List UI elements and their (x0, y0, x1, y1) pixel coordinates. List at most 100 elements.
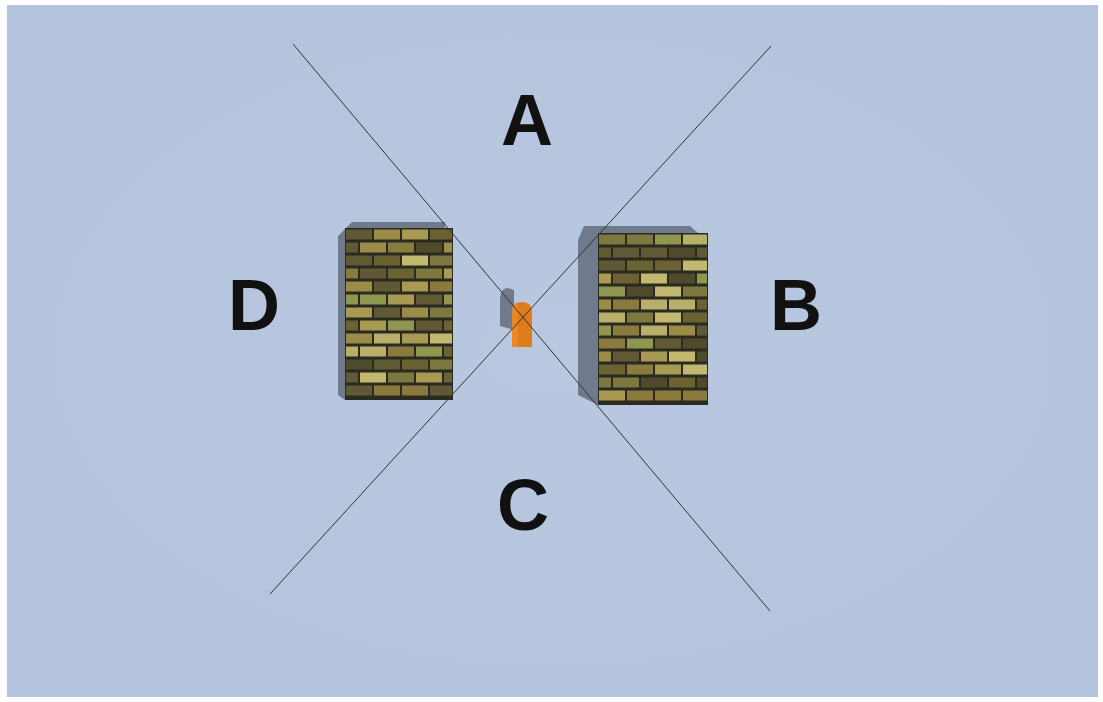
brick (346, 295, 358, 305)
brick (346, 269, 358, 279)
brick (346, 308, 372, 318)
brick (402, 360, 428, 370)
ground-plane (7, 5, 1098, 697)
brick (683, 261, 707, 271)
brick (430, 386, 452, 396)
brick (655, 261, 681, 271)
brick (346, 243, 358, 253)
brick (388, 243, 414, 253)
brick (627, 365, 653, 375)
brick (683, 365, 707, 375)
brick (444, 295, 452, 305)
brick (599, 365, 625, 375)
brick (599, 248, 611, 258)
brick (416, 243, 442, 253)
brick (388, 269, 414, 279)
brick (430, 282, 452, 292)
brick (374, 360, 400, 370)
brick (697, 378, 707, 388)
brick (641, 326, 667, 336)
brick (683, 235, 707, 245)
brick (346, 347, 358, 357)
brick (683, 313, 707, 323)
brick (346, 256, 372, 266)
brick (599, 261, 625, 271)
brick (388, 295, 414, 305)
brick (599, 326, 611, 336)
brick (697, 326, 707, 336)
brick (346, 334, 372, 344)
brick (599, 274, 611, 284)
brick (627, 261, 653, 271)
zone-letter: A (501, 84, 553, 156)
brick (416, 347, 442, 357)
brick (416, 373, 442, 383)
brick (360, 347, 386, 357)
brick-wall (345, 228, 453, 400)
brick (346, 282, 372, 292)
brick (599, 235, 625, 245)
brick (613, 274, 639, 284)
brick (346, 373, 358, 383)
brick (430, 230, 452, 240)
brick (402, 334, 428, 344)
brick-wall (598, 233, 708, 405)
brick (613, 326, 639, 336)
brick (669, 378, 695, 388)
brick (641, 274, 667, 284)
brick (374, 256, 400, 266)
brick (402, 256, 428, 266)
brick (697, 248, 707, 258)
divider-line (270, 46, 771, 594)
brick (655, 339, 681, 349)
brick (416, 321, 442, 331)
brick (374, 282, 400, 292)
brick (627, 287, 653, 297)
brick (416, 295, 442, 305)
brick (627, 313, 653, 323)
brick (683, 339, 707, 349)
brick (655, 235, 681, 245)
brick (374, 386, 400, 396)
brick (669, 300, 695, 310)
brick (613, 352, 639, 362)
brick (374, 334, 400, 344)
brick (402, 386, 428, 396)
brick (430, 256, 452, 266)
brick (669, 352, 695, 362)
brick (599, 300, 611, 310)
brick (613, 300, 639, 310)
capsule-shadow (500, 288, 514, 330)
brick (374, 308, 400, 318)
brick (388, 321, 414, 331)
brick (346, 386, 372, 396)
brick (613, 378, 639, 388)
wall-shadow (578, 226, 698, 405)
brick (613, 248, 639, 258)
brick (444, 373, 452, 383)
brick (641, 300, 667, 310)
zone-letter: C (497, 469, 549, 541)
brick (669, 248, 695, 258)
brick (627, 235, 653, 245)
brick (683, 287, 707, 297)
brick (444, 243, 452, 253)
brick (627, 339, 653, 349)
brick (697, 352, 707, 362)
brick (683, 391, 707, 401)
brick (402, 308, 428, 318)
brick (669, 274, 695, 284)
brick (655, 391, 681, 401)
brick (360, 269, 386, 279)
brick (388, 347, 414, 357)
brick (430, 308, 452, 318)
brick (627, 391, 653, 401)
brick (697, 300, 707, 310)
brick (655, 287, 681, 297)
brick (599, 339, 625, 349)
brick (346, 230, 372, 240)
brick (444, 269, 452, 279)
brick (402, 282, 428, 292)
brick (402, 230, 428, 240)
brick (416, 269, 442, 279)
